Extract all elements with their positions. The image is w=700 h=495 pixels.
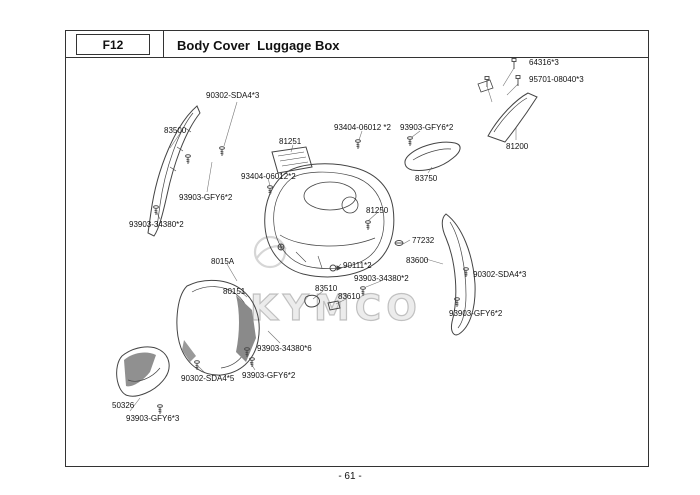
label-64316: 64316*3 (529, 58, 559, 67)
label-80151: 80151 (223, 287, 246, 296)
part-81250-drawing (264, 163, 395, 278)
label-93903-gfy6-d: 93903-GFY6*2 (242, 371, 296, 380)
label-83510: 83510 (315, 284, 338, 293)
part-81251-drawing (271, 146, 313, 174)
label-83600: 83600 (406, 256, 429, 265)
clip-90111 (329, 264, 343, 272)
part-83750-drawing (404, 141, 461, 171)
header-separator (163, 30, 164, 57)
label-90302-sda4-c: 90302-SDA4*5 (181, 374, 235, 383)
page-number: - 61 - (338, 471, 362, 482)
label-93404-06012-b: 93404-06012*2 (241, 172, 296, 181)
clip-77232 (394, 240, 404, 246)
label-95701-08040: 95701-08040*3 (529, 75, 584, 84)
part-80151-shaded-panel (236, 295, 256, 362)
page-title: Body Cover Luggage Box (177, 38, 340, 53)
kymco-watermark: KYMCO (249, 287, 422, 329)
label-93404-06012-a: 93404-06012 *2 (334, 123, 391, 132)
label-81250: 81250 (366, 206, 389, 215)
label-93903-34380-c: 93903-34380*6 (257, 344, 312, 353)
label-83500: 83500 (164, 126, 187, 135)
page-border (65, 30, 649, 467)
label-93903-gfy6-e: 93903-GFY6*3 (126, 414, 180, 423)
label-83750: 83750 (415, 174, 438, 183)
label-90302-sda4-a: 90302-SDA4*3 (206, 91, 260, 100)
part-83510-drawing (304, 294, 320, 308)
part-83610-drawing (327, 300, 341, 311)
label-83610: 83610 (338, 292, 361, 301)
label-90302-sda4-b: 90302-SDA4*3 (473, 270, 527, 279)
part-83500-drawing (147, 105, 201, 237)
section-code-box: F12 (76, 34, 150, 55)
part-50326-shaded-area (124, 352, 156, 387)
label-8015a: 8015A (211, 257, 235, 266)
label-93903-gfy6-b: 93903-GFY6*2 (179, 193, 233, 202)
label-93903-gfy6-a: 93903-GFY6*2 (400, 123, 454, 132)
part-50326-drawing (116, 346, 170, 397)
part-81200-drawing (477, 79, 538, 143)
label-93903-34380-b: 93903-34380*2 (354, 274, 409, 283)
label-50326: 50326 (112, 401, 135, 410)
label-77232: 77232 (412, 236, 435, 245)
part-80151-drawing (176, 279, 260, 376)
part-83600-drawing (441, 213, 476, 336)
leader-lines (129, 67, 519, 412)
label-93903-34380-a: 93903-34380*2 (129, 220, 184, 229)
section-code: F12 (102, 37, 124, 52)
header-divider (65, 57, 649, 58)
label-90111: 90111*2 (343, 261, 372, 270)
clip-on-box (277, 243, 285, 251)
label-93903-gfy6-c: 93903-GFY6*2 (449, 309, 503, 318)
label-81200: 81200 (506, 142, 529, 151)
label-81251: 81251 (279, 137, 302, 146)
